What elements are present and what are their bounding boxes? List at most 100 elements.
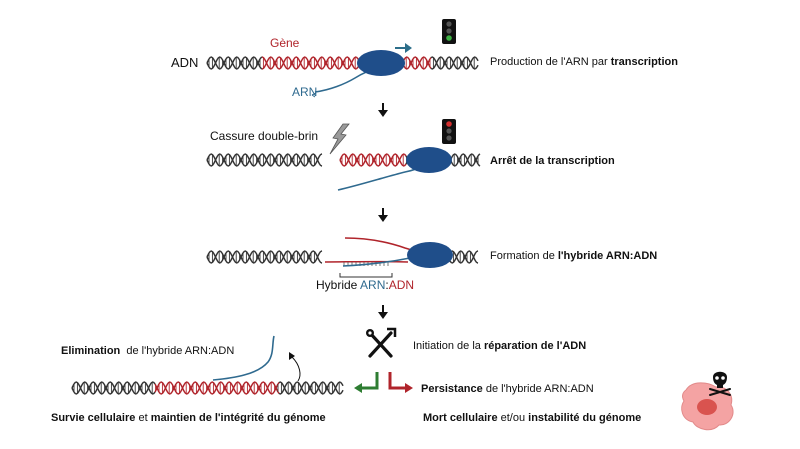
dna-strand-segment	[216, 65, 219, 69]
dna-strand-segment	[242, 251, 245, 254]
lightning-icon	[329, 123, 350, 155]
dna-strand-segment	[339, 392, 342, 395]
dna-strand-segment	[283, 59, 286, 63]
dna-strand-segment	[163, 388, 166, 392]
dna-strand-segment	[311, 67, 314, 70]
dna-strand-segment	[355, 67, 358, 70]
dna-strand-segment	[212, 154, 215, 158]
dna-strand-segment	[331, 65, 334, 69]
dna-strand-segment	[356, 159, 359, 163]
dna-strand-segment	[364, 158, 367, 162]
dna-strand-segment	[231, 158, 234, 162]
dna-strand-segment	[263, 154, 266, 158]
dna-strand-segment	[375, 163, 378, 166]
dna-strand-segment	[282, 384, 285, 388]
dna-strand-segment	[219, 153, 222, 156]
dna-strand-segment	[310, 251, 313, 254]
dna-strand-segment	[240, 157, 243, 161]
dna-strand-segment	[214, 61, 217, 65]
dna-strand-segment	[213, 257, 216, 261]
dna-strand-segment	[237, 154, 240, 157]
dna-strand-segment	[297, 65, 300, 69]
dna-strand-segment	[327, 57, 330, 60]
dna-strand-segment	[280, 57, 283, 61]
dna-strand-segment	[333, 388, 336, 392]
dna-strand-segment	[387, 154, 390, 157]
dna-strand-segment	[470, 259, 473, 263]
dna-strand-segment	[427, 60, 430, 64]
dna-strand-segment	[146, 388, 149, 392]
dna-strand-segment	[266, 253, 269, 257]
dna-strand-segment	[376, 164, 379, 167]
dna-strand-segment	[297, 154, 300, 158]
down-arrow-2	[378, 208, 388, 222]
dna-strand-segment	[473, 257, 476, 261]
dna-strand-segment	[88, 387, 91, 391]
dna-strand-segment	[236, 250, 239, 253]
dna-strand-segment	[292, 385, 295, 389]
dna-strand-segment	[242, 154, 245, 157]
dna-strand-segment	[353, 163, 356, 166]
dna-strand-segment	[230, 253, 233, 257]
dna-strand-segment	[233, 154, 236, 158]
dna-strand-segment	[264, 253, 267, 257]
dna-strand-segment	[267, 251, 270, 255]
dna-strand-segment	[319, 153, 322, 156]
dna-strand-segment	[365, 156, 368, 160]
dna-strand-segment	[231, 61, 234, 65]
dna-strand-segment	[259, 260, 262, 263]
dna-strand-segment	[433, 57, 436, 61]
dna-strand-segment	[380, 160, 383, 164]
dna-strand-segment	[396, 162, 399, 166]
dna-strand-segment	[453, 251, 456, 255]
dna-strand-segment	[111, 382, 114, 386]
dna-strand-segment	[238, 391, 241, 394]
dna-strand-segment	[294, 261, 297, 264]
dna-strand-segment	[159, 381, 162, 384]
dna-strand-segment	[444, 60, 447, 64]
dna-strand-segment	[291, 256, 294, 260]
dna-strand-segment	[305, 154, 308, 157]
dna-strand-segment	[236, 153, 239, 156]
dna-strand-segment	[293, 260, 296, 263]
dna-strand-segment	[464, 154, 467, 158]
dna-strand-segment	[114, 384, 117, 388]
dna-strand-segment	[253, 56, 256, 59]
dna-strand-segment	[328, 391, 331, 394]
dna-strand-segment	[310, 66, 313, 69]
dna-strand-segment	[219, 164, 222, 167]
dna-strand-segment	[299, 255, 302, 259]
dna-strand-segment	[102, 391, 105, 394]
dna-strand-segment	[241, 387, 244, 391]
dna-strand-segment	[470, 251, 473, 255]
dna-strand-segment	[212, 57, 215, 61]
dna-strand-segment	[267, 154, 270, 158]
dna-strand-segment	[370, 163, 373, 166]
dna-strand-segment	[247, 390, 250, 394]
dna-strand-segment	[380, 156, 383, 160]
dna-strand-segment	[149, 382, 152, 386]
dna-strand-segment	[317, 160, 320, 164]
dna-strand-segment	[379, 154, 382, 158]
dna-strand-segment	[464, 254, 467, 258]
dna-strand-segment	[284, 57, 287, 61]
dna-strand-segment	[287, 261, 290, 264]
dna-strand-segment	[264, 257, 267, 261]
dna-strand-segment	[363, 156, 366, 160]
dna-strand-segment	[444, 62, 447, 66]
dna-strand-segment	[318, 57, 321, 61]
dna-strand-segment	[472, 255, 475, 259]
dna-strand-segment	[169, 381, 172, 384]
dna-strand-segment	[413, 67, 416, 70]
dna-strand-segment	[212, 251, 215, 255]
dna-strand-segment	[98, 390, 101, 394]
dna-strand-segment	[413, 56, 416, 59]
dna-strand-segment	[281, 253, 284, 257]
dna-strand-segment	[71, 385, 74, 389]
dna-strand-segment	[392, 163, 395, 166]
dna-strand-segment	[132, 382, 135, 386]
dna-strand-segment	[101, 392, 104, 395]
dna-strand-segment	[237, 66, 240, 69]
dna-strand-segment	[294, 382, 297, 385]
persistance-text: de l'hybride ARN:ADN	[482, 383, 594, 395]
